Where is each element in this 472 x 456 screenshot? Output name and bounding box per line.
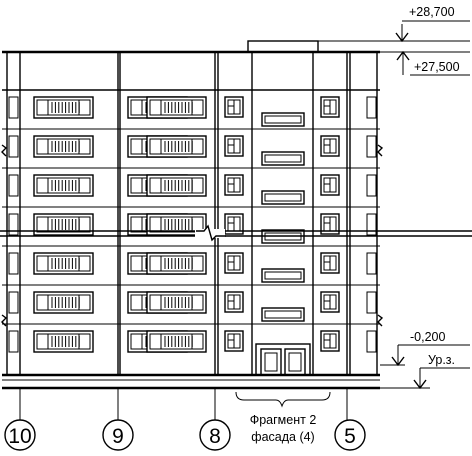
fragment-caption-line2: фасада (4) [251, 430, 314, 444]
axis-marker-8: 8 [199, 419, 231, 451]
elevation-mark-zero: -0,200 [380, 330, 470, 367]
axis-marker-5: 5 [334, 419, 366, 451]
elevation-mark-roof: +27,500 [350, 50, 470, 76]
axis-label-8: 8 [209, 425, 221, 448]
entrance-doors [255, 343, 311, 376]
break-lines [0, 144, 472, 327]
floors-group [2, 89, 380, 353]
window-bay-2b [146, 330, 207, 353]
elevation-top-label: +28,700 [409, 5, 455, 19]
window-bay-2b [146, 174, 207, 197]
stair-window [261, 307, 305, 322]
elevation-zero-label: -0,200 [410, 330, 445, 344]
window-bay-1 [33, 291, 94, 314]
stair-window [261, 112, 305, 127]
fragment-bracket [235, 391, 331, 408]
window-bay-1 [33, 96, 94, 119]
window-bay-2b [146, 135, 207, 158]
window-bay-2b [146, 291, 207, 314]
elevation-roof-label: +27,500 [414, 60, 460, 74]
axis-lines [19, 388, 348, 420]
stair-window [261, 190, 305, 205]
elevation-ground-label: Ур.з. [428, 353, 455, 367]
axis-label-9: 9 [112, 425, 124, 448]
window-bay-1 [33, 174, 94, 197]
window-bay-2b [146, 96, 207, 119]
axis-marker-10: 10 [4, 419, 36, 451]
building-outline [2, 50, 380, 390]
stair-window [261, 151, 305, 166]
roof-parapet [247, 40, 319, 53]
window-bay-1 [33, 252, 94, 275]
axis-label-10: 10 [8, 425, 31, 448]
window-bay-2b [146, 213, 207, 236]
axis-marker-9: 9 [102, 419, 134, 451]
elevation-mark-top: +28,700 [318, 5, 470, 43]
window-bay-1 [33, 135, 94, 158]
window-bay-2b [146, 252, 207, 275]
fragment-caption-line1: Фрагмент 2 [250, 413, 317, 427]
window-bay-1 [33, 330, 94, 353]
elevation-mark-ground: Ур.з. [380, 353, 470, 390]
window-bay-1 [33, 213, 94, 236]
stair-window [261, 268, 305, 283]
axis-label-5: 5 [344, 425, 356, 448]
